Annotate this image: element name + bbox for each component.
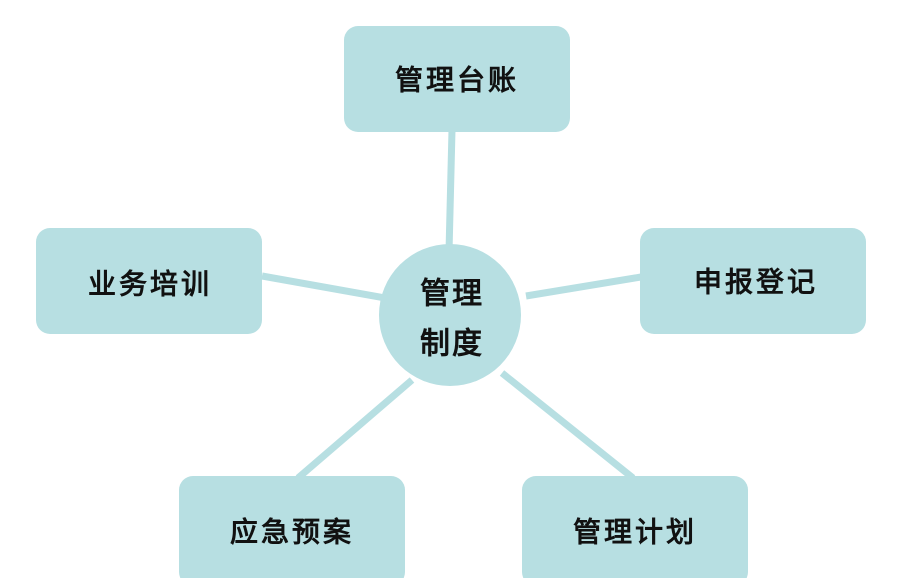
node-right: 申报登记 xyxy=(640,228,866,334)
node-left-label: 业务培训 xyxy=(88,268,212,301)
node-right-label: 申报登记 xyxy=(694,266,818,299)
node-bottom-left-label: 应急预案 xyxy=(230,516,354,549)
node-bottom-left: 应急预案 xyxy=(179,476,405,578)
hub-label-line1: 管理 xyxy=(420,277,484,312)
hub: 管理 制度 xyxy=(379,244,521,386)
node-bottom-right-label: 管理计划 xyxy=(573,516,697,549)
hub-label-line2: 制度 xyxy=(420,327,484,362)
hub-circle xyxy=(379,244,521,386)
node-left: 业务培训 xyxy=(36,228,262,334)
node-top: 管理台账 xyxy=(344,26,570,132)
connector-bottom-left xyxy=(295,377,415,481)
connector-right xyxy=(525,273,642,300)
node-bottom-right: 管理计划 xyxy=(522,476,748,578)
connector-left xyxy=(261,272,386,302)
node-top-label: 管理台账 xyxy=(395,64,519,97)
connector-bottom-right xyxy=(499,370,636,481)
connector-top xyxy=(445,129,456,253)
